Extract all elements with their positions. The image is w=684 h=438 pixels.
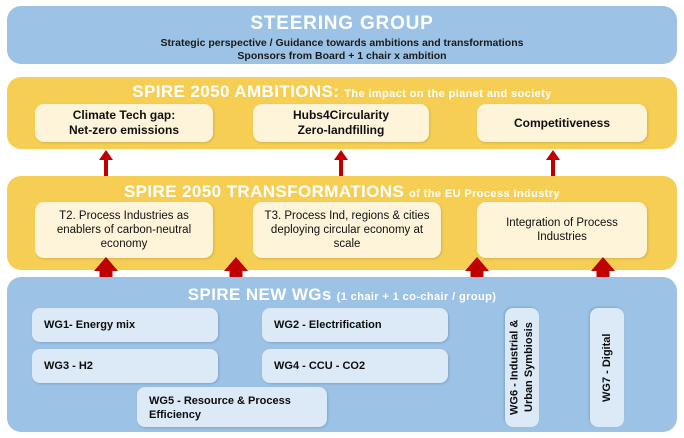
arrow-head-icon: [334, 150, 348, 160]
steering-group-subtitle-line2: Sponsors from Board + 1 chair x ambition: [237, 50, 447, 62]
ambition-card-line2: Net-zero emissions: [68, 123, 180, 137]
arrow-shaft: [551, 159, 555, 176]
ambition-card-line1: Climate Tech gap:: [72, 108, 176, 123]
arrow-head-icon: [94, 257, 118, 271]
wg-card-label: WG5 - Resource & Process Efficiency: [149, 395, 291, 422]
ambitions-title-sub: The impact on the planet and society: [344, 88, 552, 100]
arrow-shaft: [104, 159, 108, 176]
wg-card-label: WG1- Energy mix: [44, 318, 136, 331]
wg-card-wg1-energy-mix[interactable]: WG1- Energy mix: [32, 308, 218, 342]
arrow-up-thin-1: [98, 150, 114, 176]
wg-card-wg4-ccu-co2[interactable]: WG4 - CCU - CO2: [262, 349, 448, 383]
working-groups-title-main: SPIRE NEW WGs: [187, 285, 332, 304]
steering-group-panel: STEERING GROUP Strategic perspective / G…: [7, 6, 677, 64]
ambition-card-line2: Zero-landfilling: [297, 123, 385, 137]
ambitions-panel: SPIRE 2050 AMBITIONS: The impact on the …: [7, 77, 677, 149]
arrow-head-icon: [546, 150, 560, 160]
transformation-card-t3[interactable]: T3. Process Ind, regions & cities deploy…: [253, 202, 441, 258]
wg-card-wg7-digital[interactable]: WG7 - Digital: [590, 308, 624, 427]
wg-card-label: WG7 - Digital: [600, 333, 613, 402]
transformations-panel: SPIRE 2050 TRANSFORMATIONS of the EU Pro…: [7, 176, 677, 270]
wg-card-wg6-industrial-urban-symbiosis[interactable]: WG6 - Industrial & Urban Symbiosis: [505, 308, 539, 427]
arrow-head-icon: [224, 257, 248, 271]
wg-card-wg3-h2[interactable]: WG3 - H2: [32, 349, 218, 383]
steering-group-subtitle-line1: Strategic perspective / Guidance towards…: [160, 37, 524, 49]
ambition-card-hubs4circularity[interactable]: Hubs4Circularity Zero-landfilling: [253, 104, 429, 142]
ambition-card-competitiveness[interactable]: Competitiveness: [477, 104, 647, 142]
wg-card-label: WG2 - Electrification: [274, 318, 382, 331]
transformation-card-text: T3. Process Ind, regions & cities deploy…: [264, 209, 430, 250]
wg-card-label: WG6 - Industrial & Urban Symbiosis: [508, 319, 535, 416]
transformations-title-main: SPIRE 2050 TRANSFORMATIONS: [123, 182, 405, 201]
working-groups-title-sub: (1 chair + 1 co-chair / group): [336, 291, 497, 303]
steering-group-title: STEERING GROUP: [250, 13, 434, 34]
wg-card-wg5-resource-process-efficiency[interactable]: WG5 - Resource & Process Efficiency: [137, 387, 327, 427]
wg-card-wg2-electrification[interactable]: WG2 - Electrification: [262, 308, 448, 342]
transformation-card-text: T2. Process Industries as enablers of ca…: [56, 209, 192, 250]
transformations-title-sub: of the EU Process Industry: [409, 188, 561, 200]
arrow-head-icon: [591, 257, 615, 271]
transformations-title: SPIRE 2050 TRANSFORMATIONS of the EU Pro…: [7, 182, 677, 202]
ambitions-title-main: SPIRE 2050 AMBITIONS:: [132, 82, 340, 101]
transformation-card-text: Integration of Process Industries: [506, 216, 618, 243]
ambition-card-line1: Hubs4Circularity: [292, 108, 390, 123]
working-groups-panel: SPIRE NEW WGs (1 chair + 1 co-chair / gr…: [7, 277, 677, 432]
arrow-head-icon: [99, 150, 113, 160]
ambition-card-climate-tech-gap[interactable]: Climate Tech gap: Net-zero emissions: [35, 104, 213, 142]
ambitions-title: SPIRE 2050 AMBITIONS: The impact on the …: [7, 82, 677, 102]
wg-card-label: WG3 - H2: [44, 359, 93, 372]
arrow-up-thin-2: [333, 150, 349, 176]
arrow-up-thin-3: [545, 150, 561, 176]
transformation-card-t2[interactable]: T2. Process Industries as enablers of ca…: [35, 202, 213, 258]
wg-card-label: WG4 - CCU - CO2: [274, 359, 366, 372]
transformation-card-integration[interactable]: Integration of Process Industries: [477, 202, 647, 258]
arrow-head-icon: [465, 257, 489, 271]
working-groups-title: SPIRE NEW WGs (1 chair + 1 co-chair / gr…: [7, 285, 677, 305]
arrow-shaft: [339, 159, 343, 176]
ambition-card-line1: Competitiveness: [513, 115, 611, 130]
